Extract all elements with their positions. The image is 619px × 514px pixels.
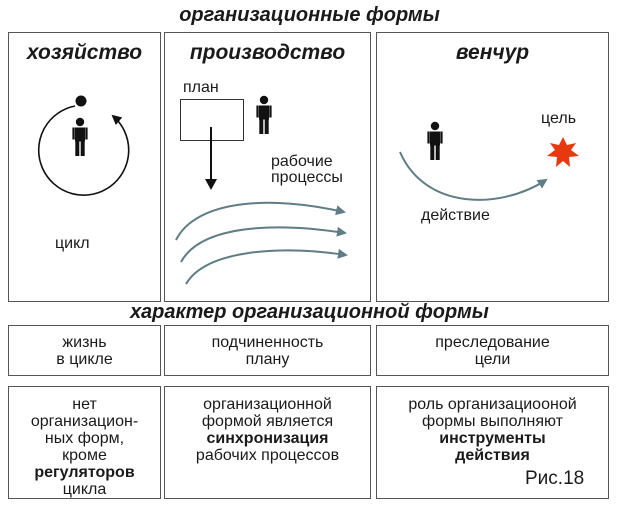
- description-bold-line: действия: [455, 447, 530, 464]
- description-line: роль организациооной: [408, 396, 577, 413]
- description-box-3: роль организациооной формы выполняют инс…: [376, 386, 609, 499]
- action-arrow: [399, 151, 548, 201]
- description-line: кроме: [62, 447, 107, 464]
- description-line: цикла: [62, 481, 107, 498]
- person-icon: [72, 117, 88, 156]
- character-line: плану: [245, 351, 290, 368]
- character-line: жизнь: [62, 334, 107, 351]
- person-icon: [256, 95, 272, 134]
- panel-household: хозяйство цикл: [8, 32, 161, 302]
- description-line: ных форм,: [44, 430, 125, 447]
- star-burst-icon: [547, 137, 579, 167]
- person-icon: [427, 121, 443, 160]
- character-box-2: подчиненность плану: [164, 325, 371, 376]
- description-line: формы выполняют: [422, 413, 563, 430]
- down-arrow-icon: [205, 127, 217, 190]
- description-line: формой является: [201, 413, 334, 430]
- character-line: подчиненность: [211, 334, 324, 351]
- plan-label: план: [183, 79, 219, 96]
- character-line: в цикле: [56, 351, 113, 368]
- description-bold-line: синхронизация: [206, 430, 329, 447]
- character-box-1: жизнь в цикле: [8, 325, 161, 376]
- character-line: цели: [474, 351, 511, 368]
- description-box-2: организационной формой является синхрони…: [164, 386, 371, 499]
- panel-venture: венчур цель действие: [376, 32, 609, 302]
- description-bold-line: регуляторов: [34, 464, 135, 481]
- action-label: действие: [421, 207, 490, 224]
- process-label-line2: процессы: [271, 169, 343, 186]
- description-line: рабочих процессов: [195, 447, 340, 464]
- cycle-arrow-icon: [37, 105, 130, 196]
- panel-production: производство план рабочие процессы: [164, 32, 371, 302]
- description-box-1: нет организацион- ных форм, кроме регуля…: [8, 386, 161, 499]
- description-line: нет: [72, 396, 97, 413]
- description-line: организационной: [203, 396, 332, 413]
- description-bold-line: инструменты: [439, 430, 546, 447]
- description-line: организацион-: [30, 413, 139, 430]
- figure-label: Рис.18: [525, 468, 585, 489]
- panel-title-household: хозяйство: [26, 41, 143, 64]
- character-box-3: преследование цели: [376, 325, 609, 376]
- character-line: преследование: [435, 334, 550, 351]
- panel-title-production: производство: [189, 41, 346, 64]
- main-heading: организационные формы: [179, 4, 440, 26]
- sub-heading: характер организационной формы: [130, 301, 489, 323]
- process-arrows: [175, 201, 348, 285]
- process-label-line1: рабочие: [271, 153, 333, 170]
- panel-title-venture: венчур: [455, 41, 530, 64]
- goal-label: цель: [541, 110, 577, 127]
- cycle-label: цикл: [55, 235, 90, 252]
- dot-icon: [75, 95, 87, 107]
